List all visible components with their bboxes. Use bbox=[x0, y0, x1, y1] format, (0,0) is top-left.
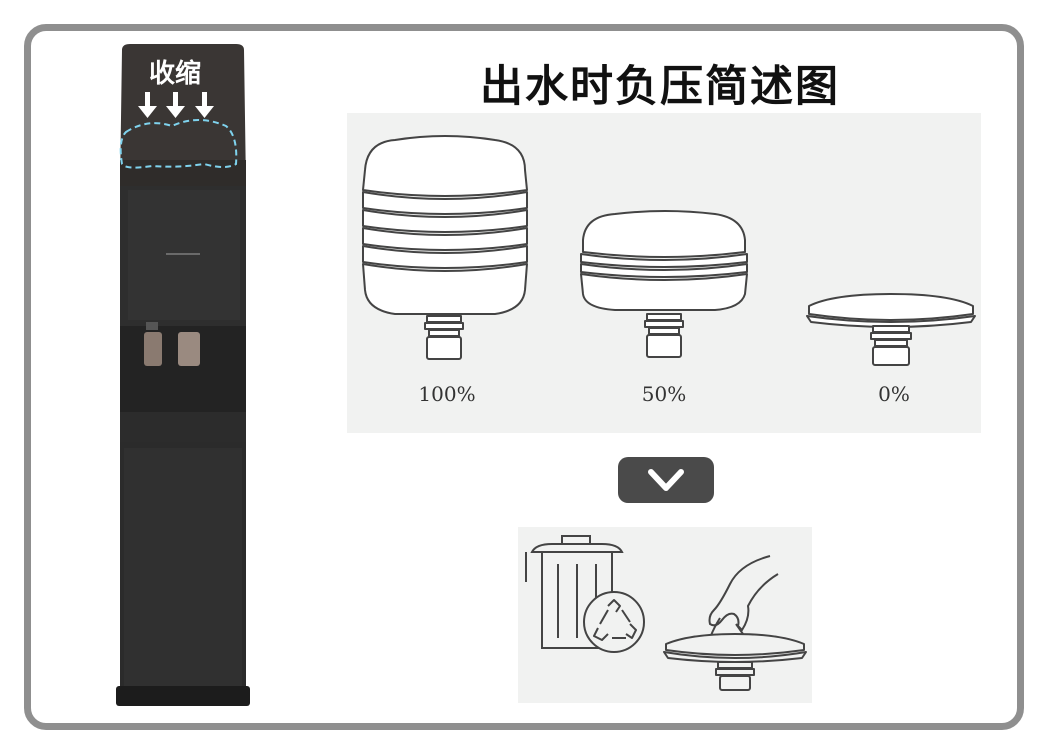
recycle-icon bbox=[583, 591, 645, 653]
trash-can-icon bbox=[525, 535, 624, 649]
level-label-0: 0% bbox=[878, 382, 910, 406]
chevron-down-icon bbox=[648, 469, 684, 491]
shrink-label: 收缩 bbox=[148, 59, 201, 89]
page-title: 出水时负压简述图 bbox=[480, 62, 840, 112]
chevron-badge bbox=[618, 457, 714, 503]
water-dispenser-image bbox=[116, 44, 250, 706]
bottle-empty-icon bbox=[806, 293, 976, 366]
level-label-50: 50% bbox=[641, 382, 687, 406]
level-label-100: 100% bbox=[418, 382, 476, 406]
bottle-full-icon bbox=[362, 135, 528, 360]
hand-lifting-bottle-icon bbox=[663, 555, 807, 691]
bottle-half-icon bbox=[580, 210, 748, 358]
